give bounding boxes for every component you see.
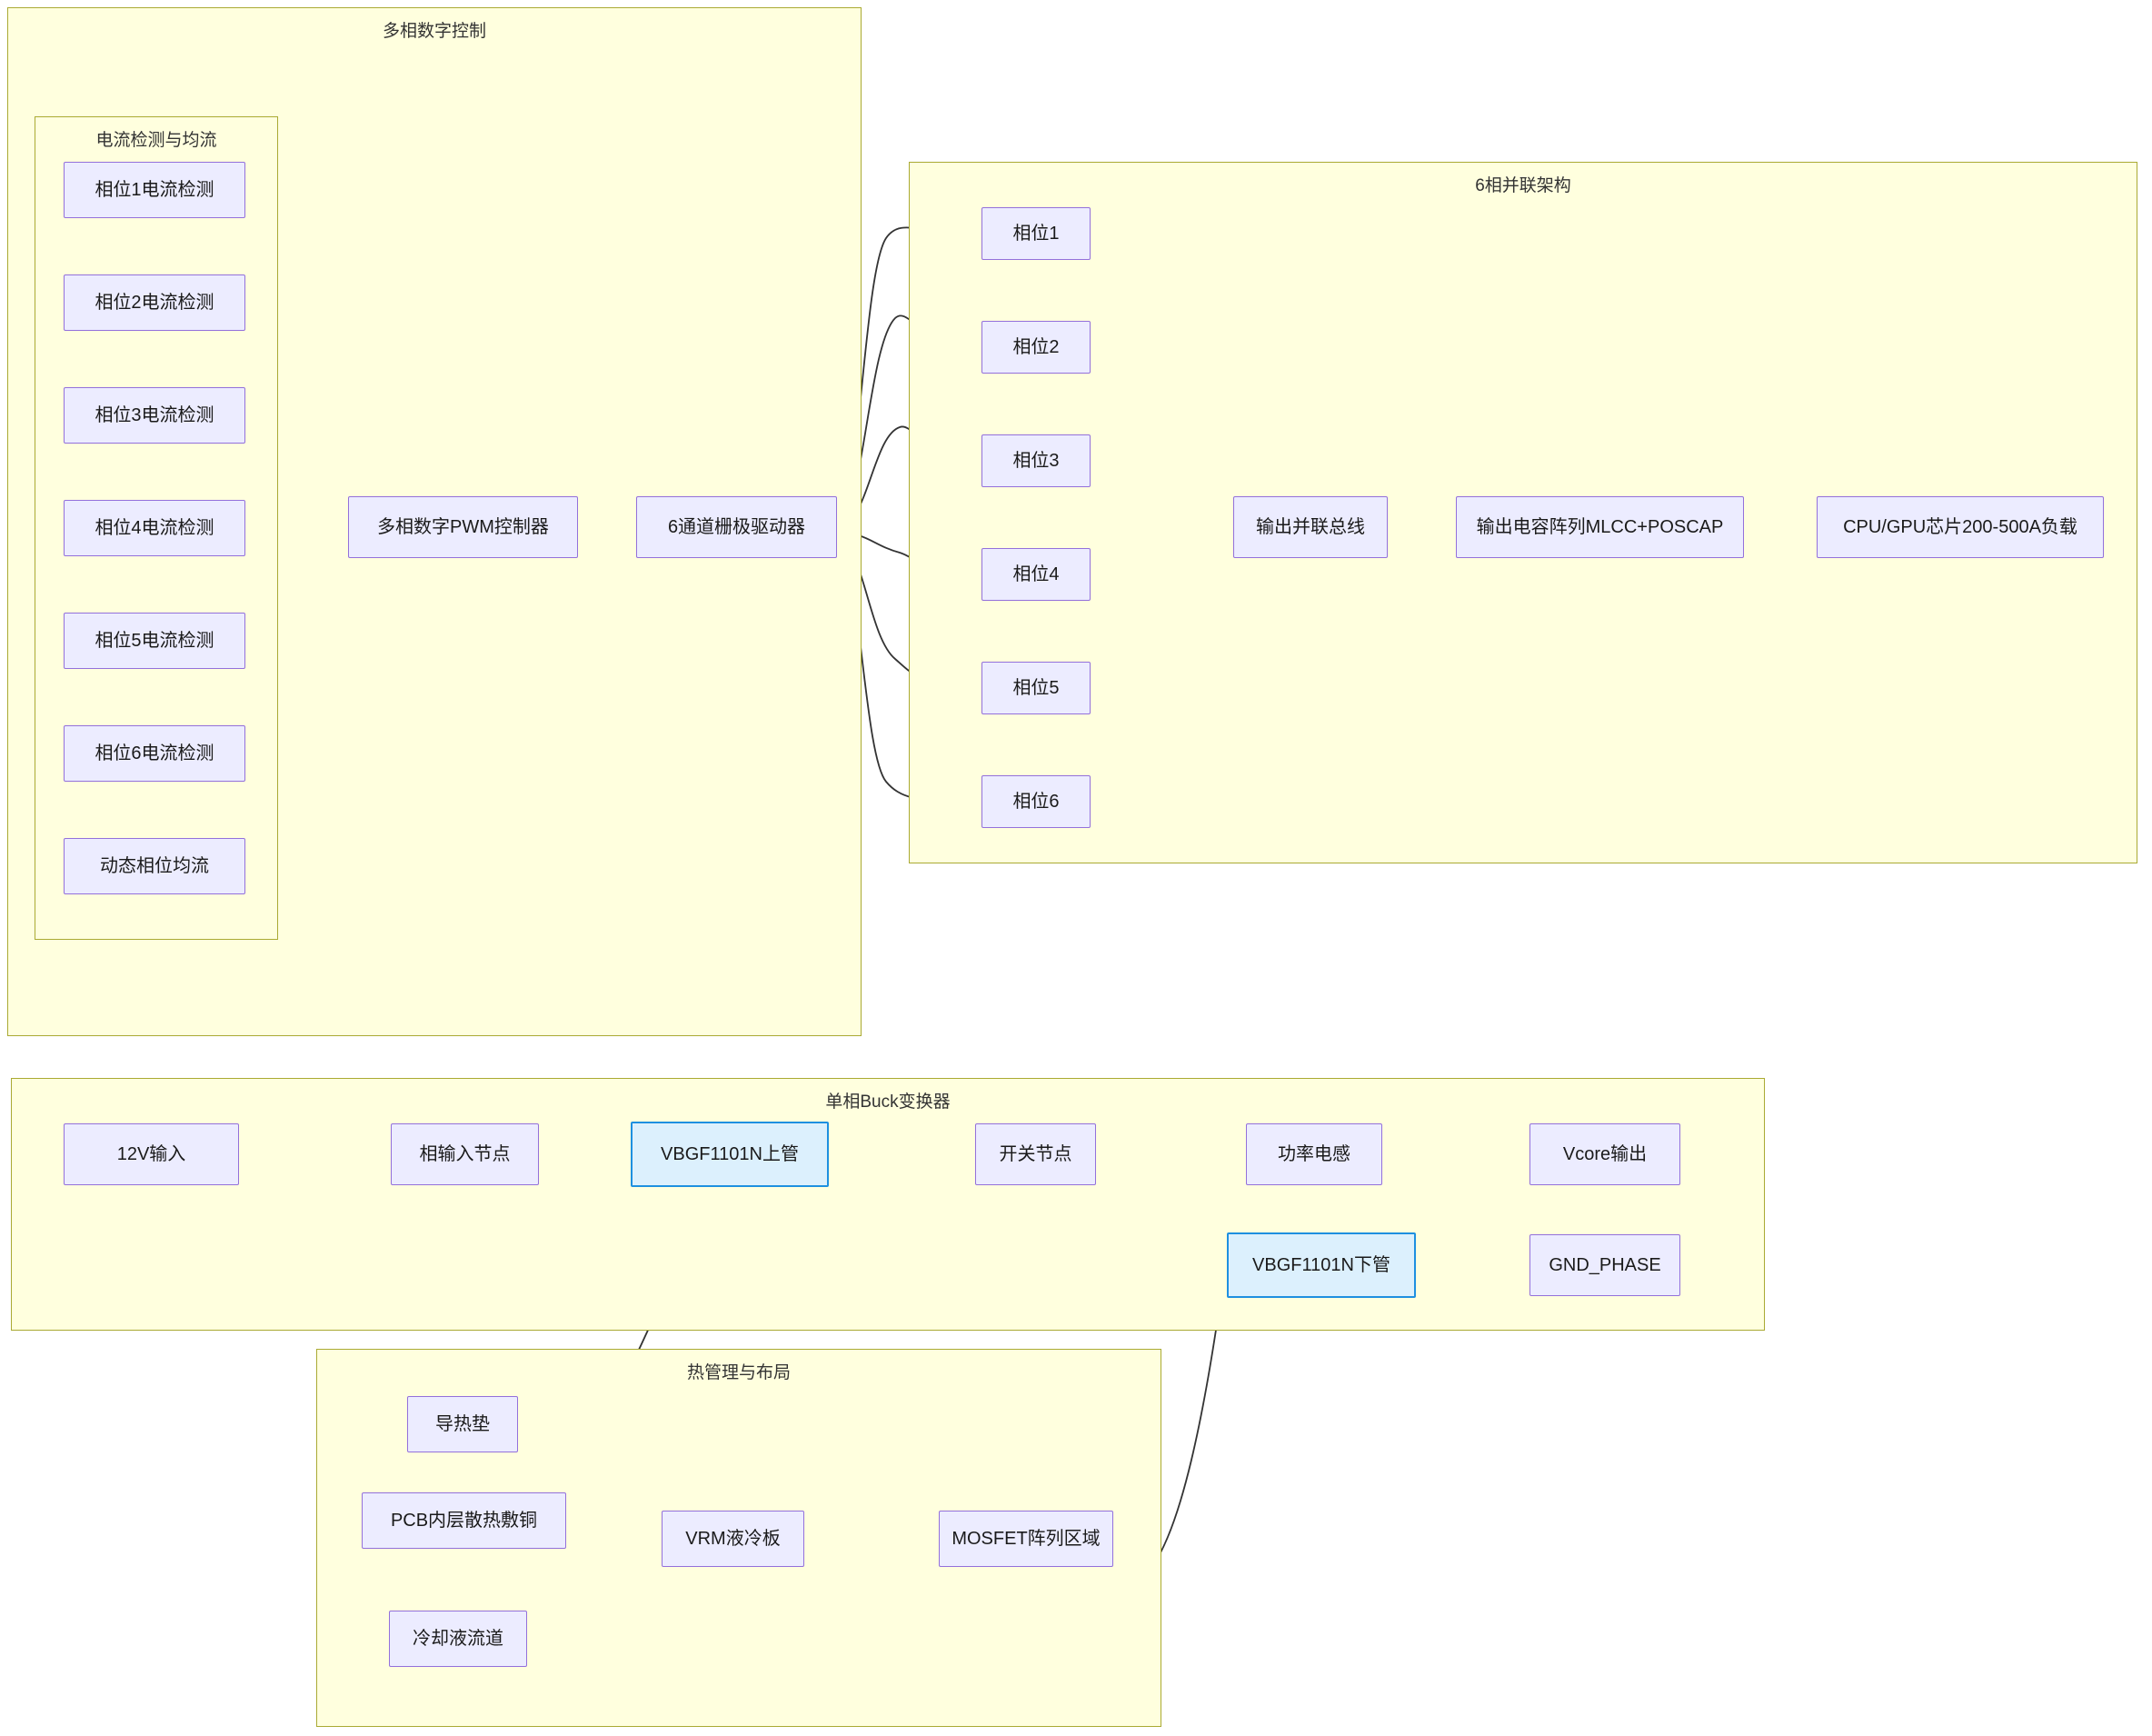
cluster-title-six-phase: 6相并联架构 (1475, 176, 1571, 195)
node-phase5-current-sense[interactable]: 相位5电流检测 (64, 613, 245, 669)
node-mosfet-array-area[interactable]: MOSFET阵列区域 (939, 1511, 1113, 1567)
node-vcore-output[interactable]: Vcore输出 (1529, 1123, 1680, 1185)
node-phase-2[interactable]: 相位2 (981, 321, 1091, 374)
node-phase-6[interactable]: 相位6 (981, 775, 1091, 828)
node-phase-3[interactable]: 相位3 (981, 434, 1091, 487)
node-output-parallel-bus[interactable]: 输出并联总线 (1233, 496, 1388, 558)
node-power-inductor[interactable]: 功率电感 (1246, 1123, 1382, 1185)
cluster-title-current-sensing: 电流检测与均流 (95, 131, 217, 150)
node-coolant-channel[interactable]: 冷却液流道 (389, 1611, 527, 1667)
cluster-title-buck: 单相Buck变换器 (825, 1092, 951, 1112)
node-phase-1[interactable]: 相位1 (981, 207, 1091, 260)
node-pcb-inner-copper[interactable]: PCB内层散热敷铜 (362, 1492, 566, 1549)
cluster-single-phase-buck: 单相Buck变换器 (11, 1078, 1765, 1331)
node-thermal-pad[interactable]: 导热垫 (407, 1396, 518, 1452)
node-phase1-current-sense[interactable]: 相位1电流检测 (64, 162, 245, 218)
node-vrm-cold-plate[interactable]: VRM液冷板 (662, 1511, 804, 1567)
node-phase6-current-sense[interactable]: 相位6电流检测 (64, 725, 245, 782)
node-six-channel-gate-driver[interactable]: 6通道栅极驱动器 (636, 496, 837, 558)
node-12v-input[interactable]: 12V输入 (64, 1123, 239, 1185)
node-vbgf1101n-low-side[interactable]: VBGF1101N下管 (1227, 1232, 1416, 1298)
node-cpu-gpu-load[interactable]: CPU/GPU芯片200-500A负载 (1817, 496, 2104, 558)
node-output-capacitor-array[interactable]: 输出电容阵列MLCC+POSCAP (1456, 496, 1744, 558)
node-phase2-current-sense[interactable]: 相位2电流检测 (64, 274, 245, 331)
node-vbgf1101n-high-side[interactable]: VBGF1101N上管 (631, 1122, 829, 1187)
node-phase3-current-sense[interactable]: 相位3电流检测 (64, 387, 245, 444)
node-gnd-phase[interactable]: GND_PHASE (1529, 1234, 1680, 1296)
node-digital-pwm-controller[interactable]: 多相数字PWM控制器 (348, 496, 578, 558)
cluster-title-thermal: 热管理与布局 (686, 1363, 791, 1382)
node-dynamic-phase-balance[interactable]: 动态相位均流 (64, 838, 245, 894)
node-switch-node[interactable]: 开关节点 (975, 1123, 1096, 1185)
node-phase4-current-sense[interactable]: 相位4电流检测 (64, 500, 245, 556)
node-phase-4[interactable]: 相位4 (981, 548, 1091, 601)
cluster-title-multiphase: 多相数字控制 (382, 22, 486, 41)
node-phase-5[interactable]: 相位5 (981, 662, 1091, 714)
node-phase-input-node[interactable]: 相输入节点 (391, 1123, 539, 1185)
